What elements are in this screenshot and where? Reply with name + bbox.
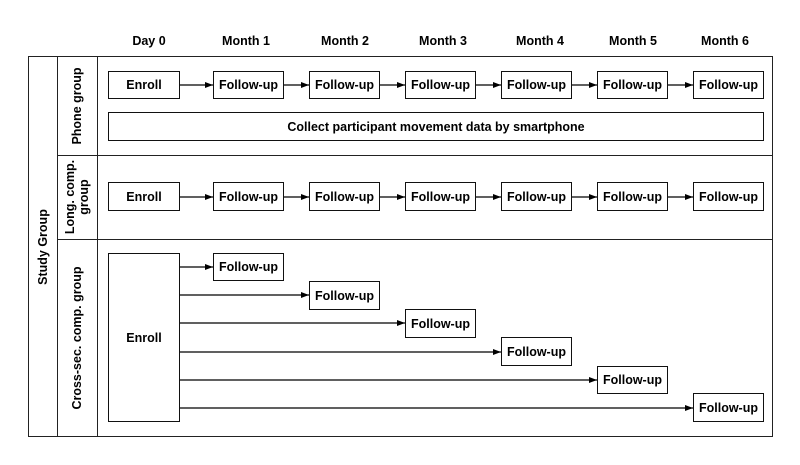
column-header-month-6: Month 6 bbox=[701, 34, 749, 48]
column-header-day-0: Day 0 bbox=[132, 34, 166, 48]
cross-followup-1: Follow-up bbox=[213, 253, 284, 281]
long-followup-5: Follow-up bbox=[597, 182, 668, 211]
phone-followup-6: Follow-up bbox=[693, 71, 764, 99]
movement-data-box: Collect participant movement data by sma… bbox=[108, 112, 764, 141]
cross-followup-3: Follow-up bbox=[405, 309, 476, 338]
phone-followup-4: Follow-up bbox=[501, 71, 572, 99]
cross-followup-2: Follow-up bbox=[309, 281, 380, 310]
long-followup-1: Follow-up bbox=[213, 182, 284, 211]
cross-followup-5: Follow-up bbox=[597, 366, 668, 394]
phone-followup-1: Follow-up bbox=[213, 71, 284, 99]
cross-followup-6: Follow-up bbox=[693, 393, 764, 422]
long-enroll-box: Enroll bbox=[108, 182, 180, 211]
column-header-month-1: Month 1 bbox=[222, 34, 270, 48]
long-followup-6: Follow-up bbox=[693, 182, 764, 211]
column-header-month-5: Month 5 bbox=[609, 34, 657, 48]
phone-followup-5: Follow-up bbox=[597, 71, 668, 99]
long-followup-2: Follow-up bbox=[309, 182, 380, 211]
cross-group-row bbox=[97, 239, 773, 437]
cross-enroll-box: Enroll bbox=[108, 253, 180, 422]
long-followup-3: Follow-up bbox=[405, 182, 476, 211]
cross-followup-4: Follow-up bbox=[501, 337, 572, 366]
column-header-month-3: Month 3 bbox=[419, 34, 467, 48]
phone-followup-2: Follow-up bbox=[309, 71, 380, 99]
column-header-month-2: Month 2 bbox=[321, 34, 369, 48]
long-followup-4: Follow-up bbox=[501, 182, 572, 211]
column-header-month-4: Month 4 bbox=[516, 34, 564, 48]
phone-enroll-box: Enroll bbox=[108, 71, 180, 99]
phone-followup-3: Follow-up bbox=[405, 71, 476, 99]
